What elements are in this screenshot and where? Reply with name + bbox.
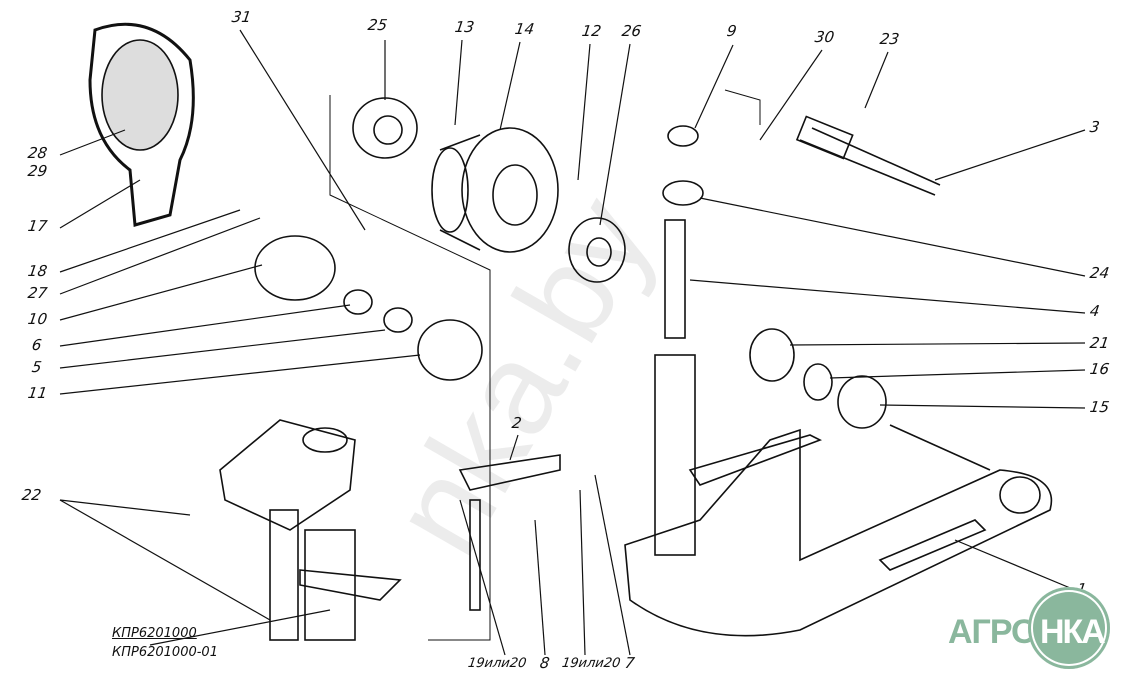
label-7: 7 — [623, 654, 636, 672]
label-24: 24 — [1088, 264, 1111, 282]
label-17: 17 — [26, 217, 49, 235]
label-13: 13 — [453, 18, 476, 36]
label-19-or-20-a: 19или20 — [466, 656, 528, 671]
label-21: 21 — [1088, 334, 1111, 352]
label-27: 27 — [26, 284, 49, 302]
label-23: 23 — [878, 30, 901, 48]
label-28: 28 — [26, 144, 49, 162]
tire-part — [88, 22, 195, 227]
logo-circle — [1028, 587, 1110, 669]
label-12: 12 — [580, 22, 603, 40]
label-19-or-20-b: 19или20 — [560, 656, 622, 671]
leader-lines — [59, 29, 1086, 656]
label-25: 25 — [366, 16, 389, 34]
logo-text-right: НКА — [1040, 613, 1106, 651]
bearing-26 — [568, 217, 626, 283]
label-11: 11 — [26, 384, 49, 402]
assembly-code-1: КПР6201000 — [112, 626, 197, 641]
label-22: 22 — [20, 486, 43, 504]
label-10: 10 — [26, 310, 49, 328]
assembly-code-2: КПР6201000-01 — [112, 645, 218, 660]
label-31: 31 — [230, 8, 253, 26]
hub-housing — [431, 127, 559, 253]
label-18: 18 — [26, 262, 49, 280]
label-14: 14 — [513, 20, 536, 38]
bearing-25 — [352, 97, 418, 159]
label-15: 15 — [1088, 398, 1111, 416]
label-29: 29 — [26, 162, 49, 180]
label-30: 30 — [813, 28, 836, 46]
label-16: 16 — [1088, 360, 1111, 378]
logo-text-left: АГРО — [948, 613, 1038, 651]
label-26: 26 — [620, 22, 643, 40]
